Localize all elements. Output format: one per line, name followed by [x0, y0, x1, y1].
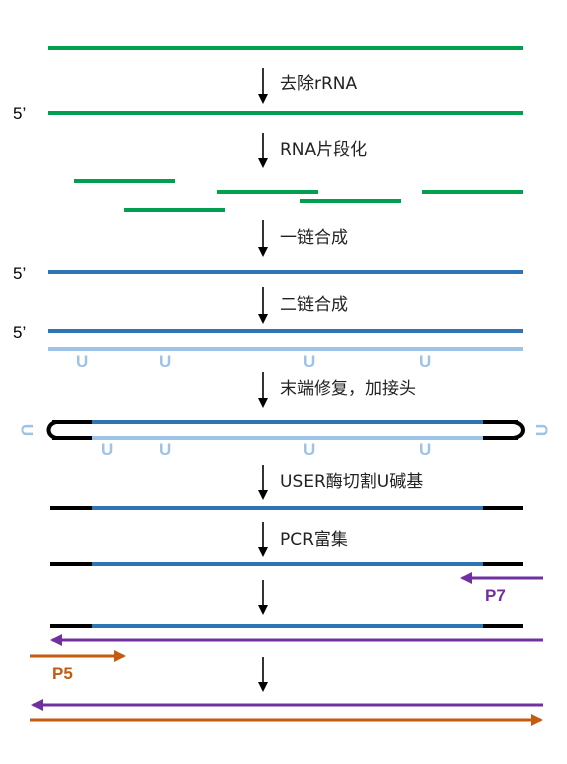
u-base-mark: U	[419, 352, 431, 371]
p7-primer-label: P7	[485, 586, 506, 605]
u-base-mark-adapter-left: U	[18, 424, 37, 436]
step-label-end-repair-adapter: 末端修复，加接头	[280, 379, 416, 399]
u-base-mark: U	[159, 440, 171, 459]
step-label-remove-rrna: 去除rRNA	[280, 74, 358, 94]
u-base-mark: U	[159, 352, 171, 371]
adapter-right-loop	[513, 420, 525, 440]
u-base-mark: U	[101, 440, 113, 459]
five-prime-marker: 5’	[13, 323, 26, 342]
u-base-mark: U	[303, 440, 315, 459]
p5-primer-label: P5	[52, 664, 73, 683]
step-label-first-strand: 一链合成	[280, 228, 348, 248]
five-prime-marker: 5’	[13, 104, 26, 123]
adapter-left-loop	[46, 420, 57, 440]
u-base-mark: U	[419, 440, 431, 459]
adapter-ligated-fragment: U U	[18, 420, 551, 440]
u-base-mark: U	[303, 352, 315, 371]
step-label-fragmentation: RNA片段化	[280, 140, 367, 160]
step-label-second-strand: 二链合成	[280, 295, 348, 315]
step-label-user-enzyme: USER酶切割U碱基	[280, 472, 423, 492]
five-prime-marker: 5’	[13, 264, 26, 283]
rna-fragments	[74, 179, 523, 212]
step-label-pcr: PCR富集	[280, 530, 348, 550]
u-base-mark: U	[76, 352, 88, 371]
u-bases-row: U U U U	[101, 440, 431, 459]
u-base-mark-adapter-right: U	[532, 424, 551, 436]
u-bases-row: U U U U	[76, 352, 431, 371]
